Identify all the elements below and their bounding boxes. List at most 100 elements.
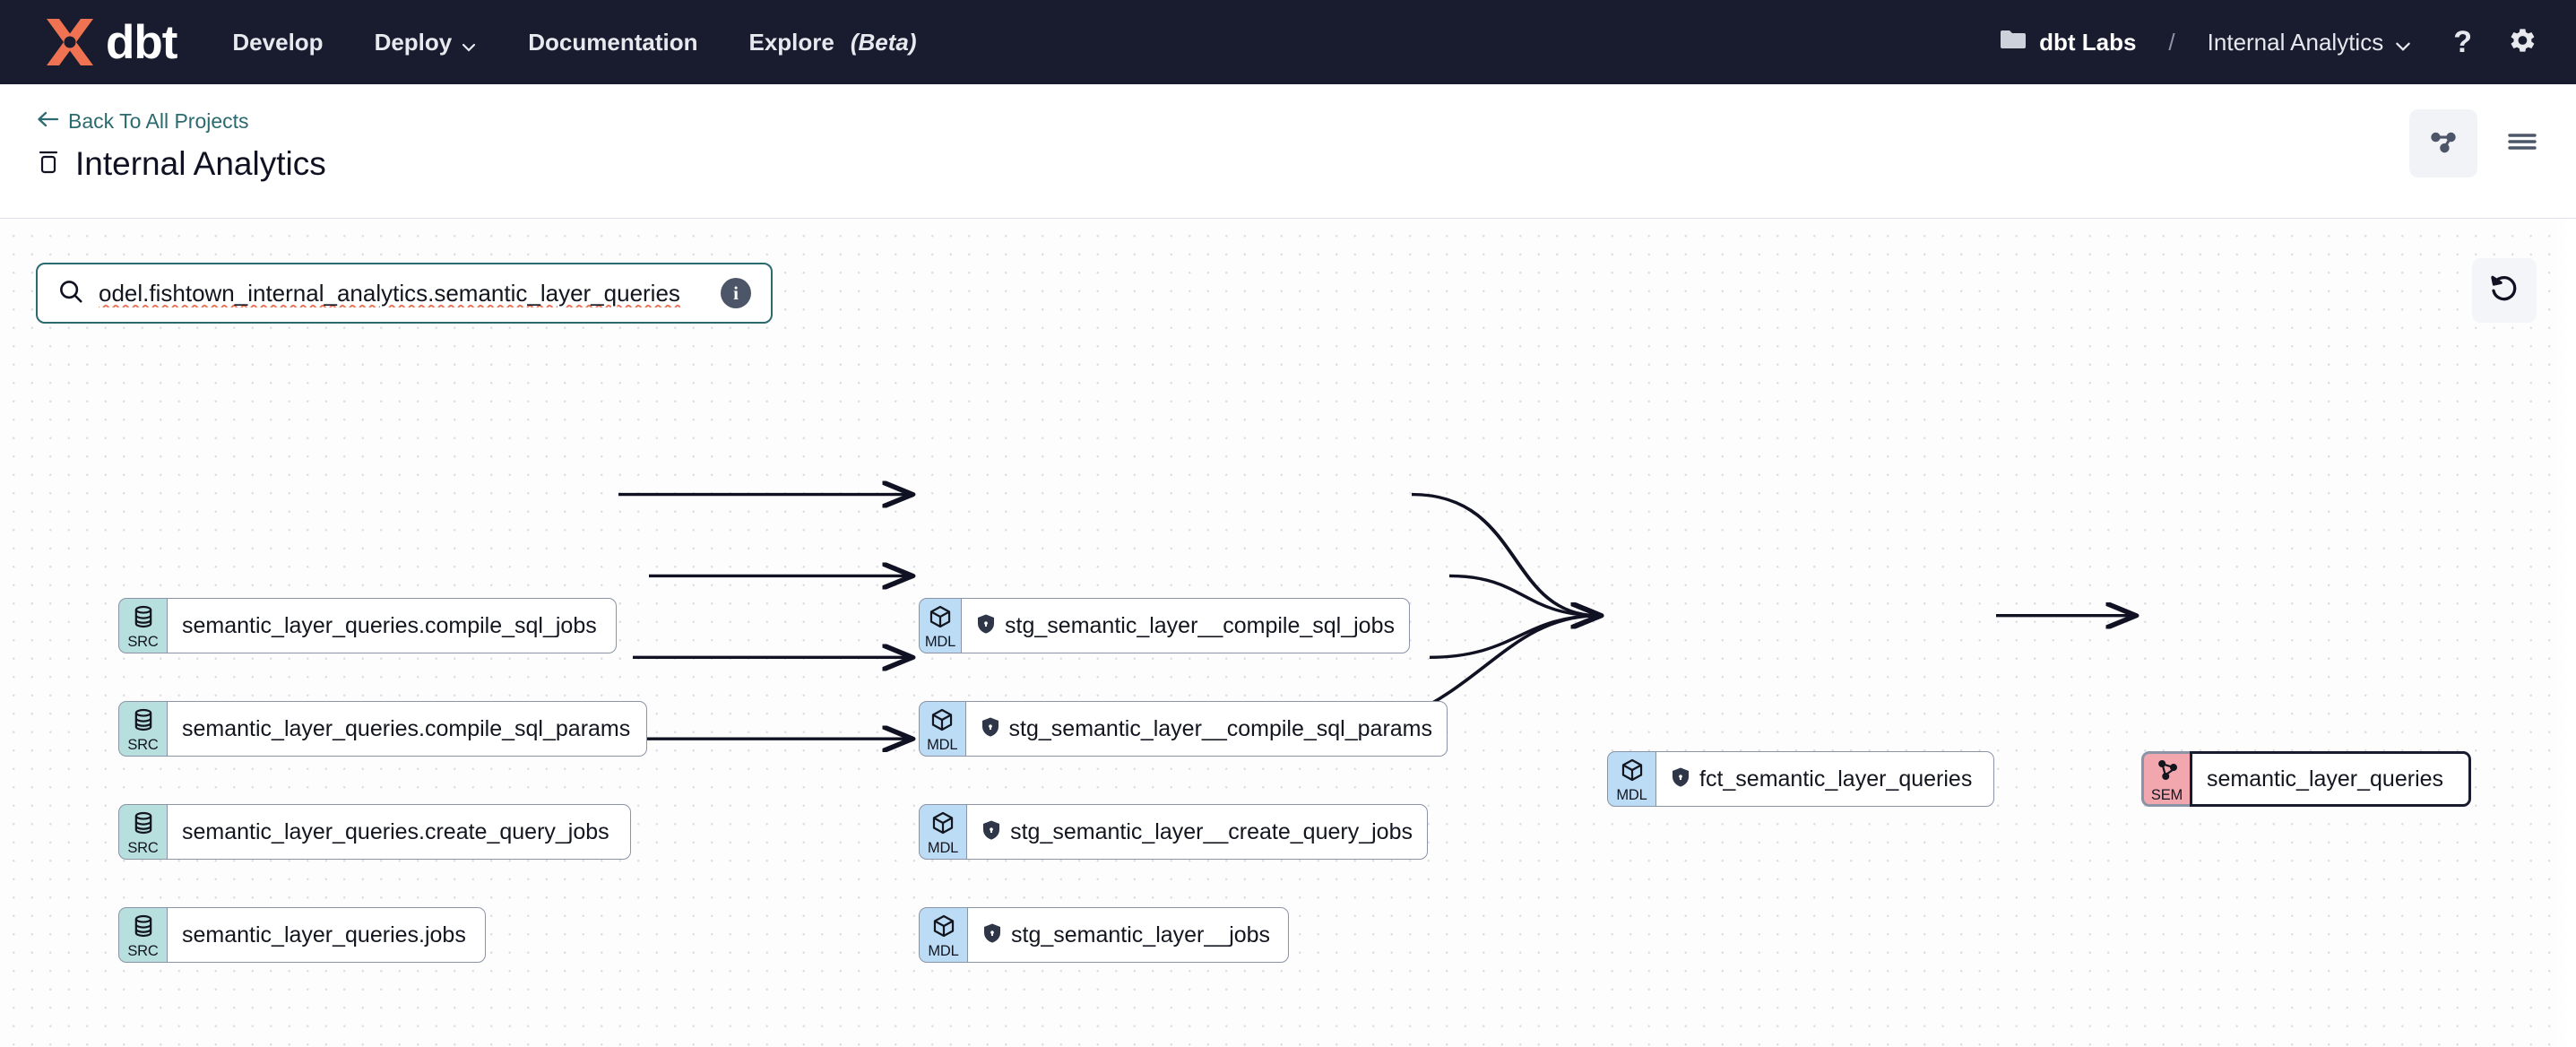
dbt-logo-icon [39,15,100,69]
nav-item-develop-label: Develop [232,28,324,56]
node-label: semantic_layer_queries.create_query_jobs [182,818,609,844]
node-type-label: SRC [127,737,159,754]
lineage-search-box[interactable]: odel.fishtown_internal_analytics.semanti… [36,263,773,324]
page-subheader: Back To All Projects Internal Analytics [0,84,2576,219]
node-type-label: MDL [928,943,959,960]
project-name: Internal Analytics [2207,28,2384,56]
lineage-view-toggle-button[interactable] [2409,109,2477,177]
hamburger-menu-icon [2506,128,2538,160]
node-type-badge: MDL [1607,751,1655,807]
nav-item-deploy[interactable]: Deploy [375,29,478,56]
node-type-badge: MDL [919,598,962,653]
node-label: semantic_layer_queries.compile_sql_jobs [182,612,597,638]
folder-icon [2000,29,2027,56]
database-icon [36,148,61,181]
node-label: semantic_layer_queries.jobs [182,922,466,947]
shield-icon [982,922,1002,948]
lineage-node[interactable]: SRC semantic_layer_queries.compile_sql_jo… [118,598,617,653]
nav-item-deploy-label: Deploy [374,28,453,56]
shield-icon [981,819,1001,845]
page-title: Internal Analytics [75,145,326,182]
nav-item-develop[interactable]: Develop [232,29,323,56]
cube-icon [927,604,954,634]
org-name: dbt Labs [2039,28,2137,56]
node-type-label: SRC [127,634,159,651]
reset-rotate-icon [2488,273,2520,309]
list-view-toggle-button[interactable] [2488,109,2556,177]
node-label: stg_semantic_layer__create_query_jobs [1010,818,1413,844]
node-label: semantic_layer_queries [2207,766,2444,792]
node-body[interactable]: stg_semantic_layer__compile_sql_jobs [961,598,1410,653]
semantic-graph-icon [2154,757,2181,787]
dbt-logo[interactable]: dbt [39,15,177,69]
nav-item-documentation-label: Documentation [528,28,698,56]
node-body[interactable]: semantic_layer_queries.jobs [167,907,486,963]
node-type-label: MDL [927,840,959,857]
arrow-left-icon [36,109,59,134]
lineage-node[interactable]: SRC semantic_layer_queries.jobs [118,907,486,963]
back-to-all-projects-link[interactable]: Back To All Projects [36,109,249,134]
lineage-node[interactable]: SRC semantic_layer_queries.compile_sql_pa… [118,701,647,757]
node-body[interactable]: stg_semantic_layer__jobs [967,907,1289,963]
cube-icon [930,913,957,943]
node-body[interactable]: semantic_layer_queries [2190,751,2471,807]
node-type-label: SEM [2150,787,2183,804]
node-type-label: SRC [127,840,159,857]
node-type-badge: MDL [919,701,965,757]
database-cylinder-icon [130,810,157,840]
nav-item-explore-label: Explore [748,28,834,56]
database-cylinder-icon [130,707,157,737]
info-icon[interactable]: i [721,278,751,308]
lineage-node[interactable]: MDL stg_semantic_layer__compile_sql_jobs [919,598,1410,653]
node-label: semantic_layer_queries.compile_sql_param… [182,715,631,741]
node-type-badge: SRC [118,701,167,757]
shield-icon [976,613,996,639]
help-button[interactable]: ? [2453,24,2472,59]
chevron-down-icon [461,34,477,52]
lineage-node[interactable]: SEM semantic_layer_queries [2141,751,2471,807]
lineage-graph-icon [2428,126,2459,161]
node-type-badge: SRC [118,804,167,860]
nav-item-explore[interactable]: Explore (Beta) [748,29,916,56]
lineage-node[interactable]: SRC semantic_layer_queries.create_query_j… [118,804,631,860]
breadcrumb-separator: / [2168,28,2175,56]
node-body[interactable]: semantic_layer_queries.compile_sql_jobs [167,598,617,653]
reset-view-button[interactable] [2472,258,2537,323]
lineage-node[interactable]: MDL stg_semantic_layer__create_query_jobs [919,804,1428,860]
nav-right-cluster: dbt Labs / Internal Analytics ? [2000,23,2538,62]
back-link-label: Back To All Projects [68,109,249,133]
nav-item-documentation[interactable]: Documentation [528,29,697,56]
node-label: fct_semantic_layer_queries [1699,766,1973,792]
gear-icon[interactable] [2504,23,2538,62]
node-body[interactable]: fct_semantic_layer_queries [1655,751,1994,807]
node-type-badge: SRC [118,907,167,963]
top-navigation-bar: dbt Develop Deploy Documentation Explore… [0,0,2576,84]
nav-item-explore-beta-badge: (Beta) [850,28,917,56]
node-label: stg_semantic_layer__compile_sql_params [1008,715,1432,741]
shield-icon [981,716,1000,742]
node-body[interactable]: stg_semantic_layer__create_query_jobs [966,804,1428,860]
shield-icon [1671,766,1690,792]
project-selector[interactable]: Internal Analytics [2208,29,2411,56]
search-input[interactable]: odel.fishtown_internal_analytics.semanti… [99,279,680,307]
node-body[interactable]: stg_semantic_layer__compile_sql_params [964,701,1448,757]
search-icon [57,278,84,309]
node-body[interactable]: semantic_layer_queries.compile_sql_param… [167,701,647,757]
primary-nav: Develop Deploy Documentation Explore (Be… [232,29,916,56]
page-title-row: Internal Analytics [36,145,326,183]
node-type-badge: MDL [919,804,967,860]
node-label: stg_semantic_layer__jobs [1011,922,1271,947]
node-type-badge: SRC [118,598,167,653]
chevron-down-icon [2394,34,2410,51]
node-type-label: MDL [1616,787,1647,804]
cube-icon [929,810,956,840]
lineage-node[interactable]: MDL stg_semantic_layer__compile_sql_param… [919,701,1448,757]
node-body[interactable]: semantic_layer_queries.create_query_jobs [167,804,631,860]
org-selector[interactable]: dbt Labs [2000,29,2136,56]
lineage-node[interactable]: MDL fct_semantic_layer_queries [1607,751,1994,807]
node-type-label: MDL [924,634,956,651]
node-label: stg_semantic_layer__compile_sql_jobs [1005,612,1395,638]
lineage-node[interactable]: MDL stg_semantic_layer__jobs [919,907,1289,963]
node-type-label: MDL [927,737,958,754]
